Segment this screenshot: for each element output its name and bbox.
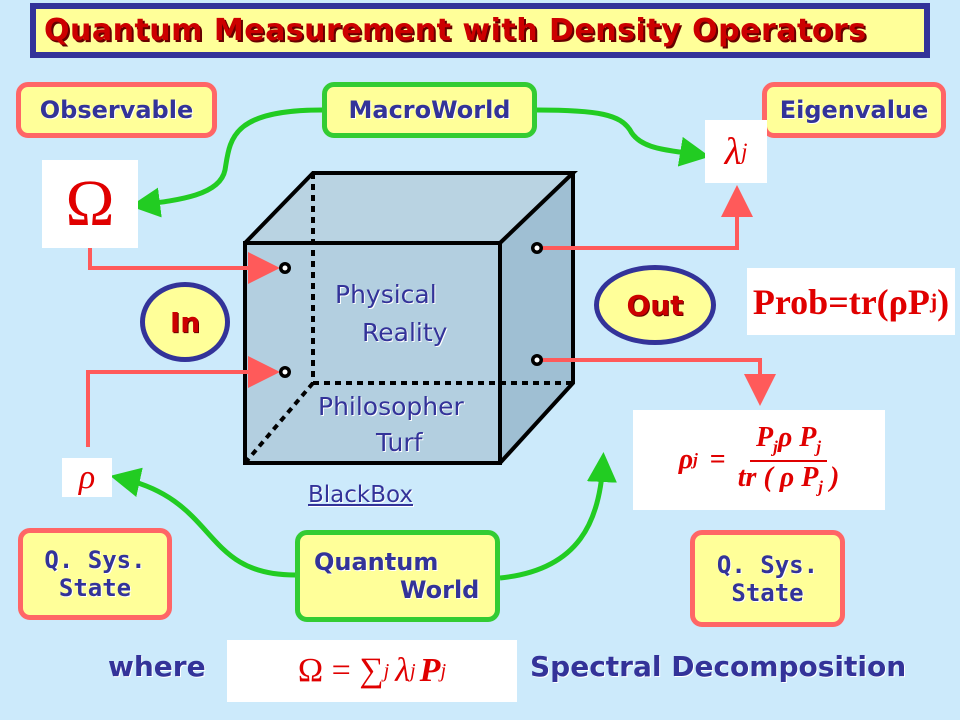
arrow-rho-in [86, 356, 280, 447]
num-j2: j [816, 438, 822, 457]
rho-j-lhs: ρ [678, 444, 694, 475]
spectral-lambda: λ [395, 652, 410, 689]
den-j: j [818, 477, 823, 497]
prob-j: j [929, 289, 938, 313]
num-mid: ρ P [777, 422, 817, 454]
qsys-left-line2: State [58, 574, 132, 602]
where-text: where [108, 650, 206, 683]
lambda-j: j [409, 659, 416, 682]
arrow-omega-in [88, 248, 280, 284]
omega-symbol: Ω [42, 160, 138, 248]
numerator: Pjρ Pj [750, 422, 828, 462]
denominator: tr ( ρ Pj ) [738, 462, 840, 498]
philosopher-text: Philosopher [318, 392, 464, 421]
lambda: λ [724, 130, 742, 173]
spectral-sum: Ω = ∑ [297, 652, 384, 689]
arrow-macro-lambda [536, 107, 710, 167]
spectral-decomposition-text: Spectral Decomposition [530, 650, 907, 683]
port-dots [279, 242, 543, 378]
qsys-state-right: Q. Sys.State [690, 530, 845, 627]
observable-label: Observable [16, 82, 217, 138]
equals: = [709, 444, 726, 475]
quantum-line1: Quantum [314, 548, 439, 576]
arrow-out-lambda [537, 185, 753, 250]
den-close: ) [822, 462, 840, 493]
arrow-quantum-out [499, 452, 617, 581]
spectral-p: P [419, 652, 441, 689]
eigenvalue-label: Eigenvalue [762, 82, 946, 138]
rho-symbol: ρ [62, 458, 112, 497]
num-p: P [756, 422, 774, 454]
arrow-out-rhoj [537, 358, 776, 406]
prob-text: Prob=tr(ρP [752, 281, 930, 322]
arrow-quantum-rho [110, 467, 296, 578]
out-label: Out [594, 265, 716, 345]
sum-j: j [383, 659, 390, 682]
den-text: tr ( ρ P [737, 462, 819, 493]
qsys-right-line2: State [731, 578, 804, 607]
j: j [741, 138, 748, 164]
physical-text: Physical [335, 280, 437, 309]
page-title: Quantum Measurement with Density Operato… [30, 3, 930, 58]
qsys-state-left: Q. Sys.State [18, 528, 172, 620]
num-j1: j [773, 438, 778, 457]
quantum-line2: World [400, 576, 480, 604]
in-label: In [140, 282, 230, 362]
reality-text: Reality [362, 318, 448, 347]
blackbox-link[interactable]: BlackBox [308, 482, 413, 508]
p-j: j [440, 659, 447, 682]
arrow-macro-omega [130, 107, 323, 218]
rho-j-sub: j [693, 450, 698, 469]
turf-text: Turf [376, 428, 423, 457]
qsys-right-line1: Q. Sys. [716, 550, 819, 579]
fraction: Pjρ Pj tr ( ρ Pj ) [738, 422, 840, 497]
prob-close: ) [937, 281, 950, 322]
blackbox-cube [243, 171, 578, 465]
macroworld-label: MacroWorld [322, 82, 537, 138]
qsys-left-line1: Q. Sys. [44, 546, 146, 574]
